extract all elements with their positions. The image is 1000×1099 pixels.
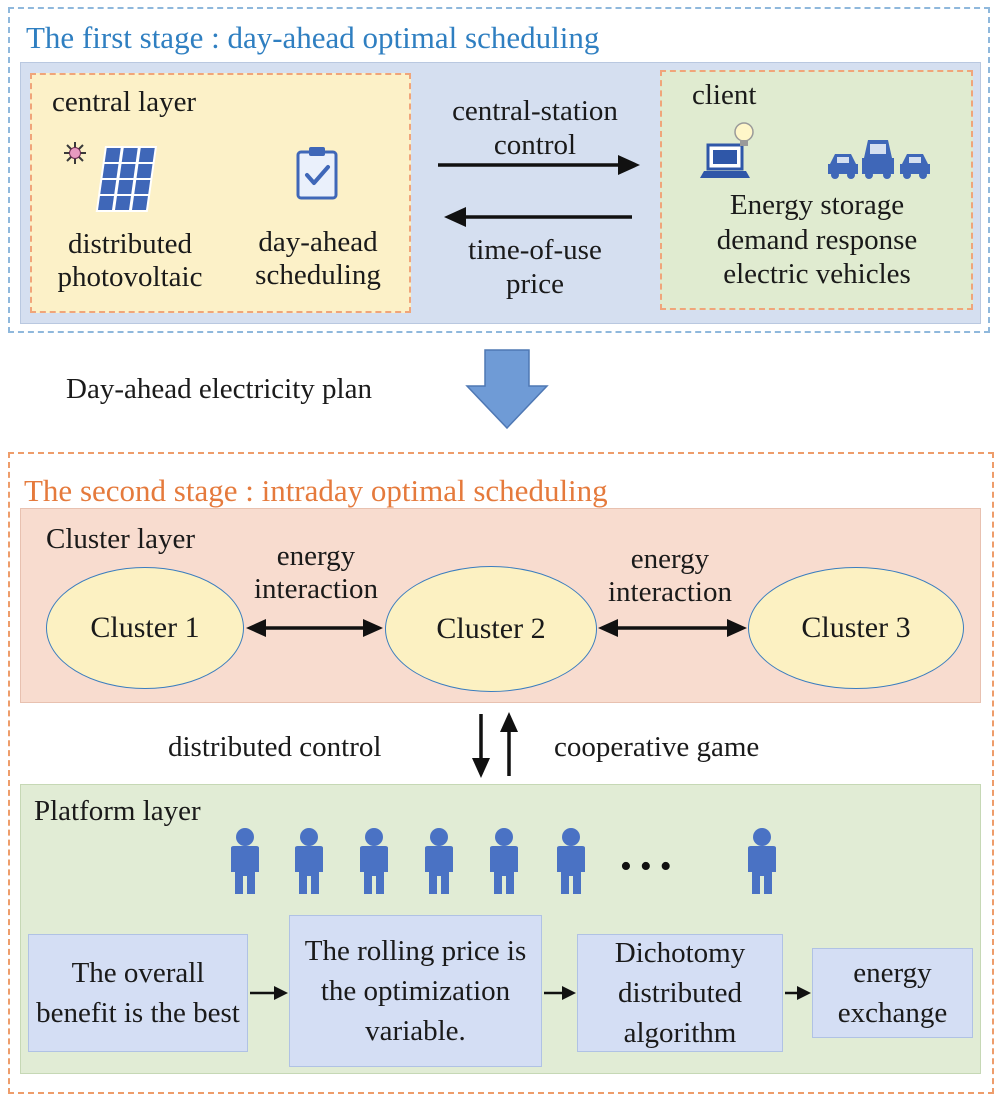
step-rolling-price: The rolling price is the optimization va… [289, 915, 542, 1067]
platform-layer-label: Platform layer [34, 795, 201, 827]
client-item-demand-response: demand response [716, 224, 918, 256]
stage1-frame [8, 7, 990, 333]
interaction-1-label-line2: interaction [253, 573, 378, 605]
scheduling-label-line1: day-ahead [258, 226, 378, 258]
step-overall-benefit: The overall benefit is the best [28, 934, 248, 1052]
client-item-electric-vehicles: electric vehicles [723, 258, 911, 290]
stage1-title: The first stage : day-ahead optimal sche… [26, 20, 600, 55]
price-arrow-label-line1: time-of-use [468, 234, 602, 266]
interaction-1-label-line1: energy [276, 540, 356, 572]
pv-label-line1: distributed [67, 228, 193, 260]
distributed-control-label: distributed control [168, 731, 382, 763]
down-arrow-icon [465, 349, 549, 430]
cluster-2-node: Cluster 2 [385, 566, 597, 692]
control-arrow-label-line1: central-station [452, 95, 618, 127]
central-layer-label: central layer [52, 86, 197, 118]
central-layer-box [30, 73, 411, 313]
step-energy-exchange: energy exchange [812, 948, 973, 1038]
pv-label-line2: photovoltaic [57, 261, 203, 293]
cooperative-game-label: cooperative game [554, 731, 760, 763]
client-item-energy-storage: Energy storage [729, 189, 905, 221]
client-label: client [692, 79, 757, 111]
client-box [660, 70, 973, 310]
transition-label: Day-ahead electricity plan [66, 373, 372, 405]
control-arrow-label-line2: control [493, 129, 577, 161]
more-people-ellipsis: ••• [620, 848, 680, 885]
interaction-2-label-line2: interaction [607, 576, 732, 608]
price-arrow-label-line2: price [506, 268, 564, 300]
stage2-frame [8, 452, 994, 1094]
scheduling-label-line2: scheduling [255, 259, 381, 291]
stage2-title: The second stage : intraday optimal sche… [24, 473, 608, 508]
cluster-layer-label: Cluster layer [46, 523, 195, 555]
step-dichotomy-algorithm: Dichotomy distributed algorithm [577, 934, 783, 1052]
interaction-2-label-line1: energy [630, 543, 710, 575]
cluster-1-node: Cluster 1 [46, 567, 244, 689]
cluster-3-node: Cluster 3 [748, 567, 964, 689]
